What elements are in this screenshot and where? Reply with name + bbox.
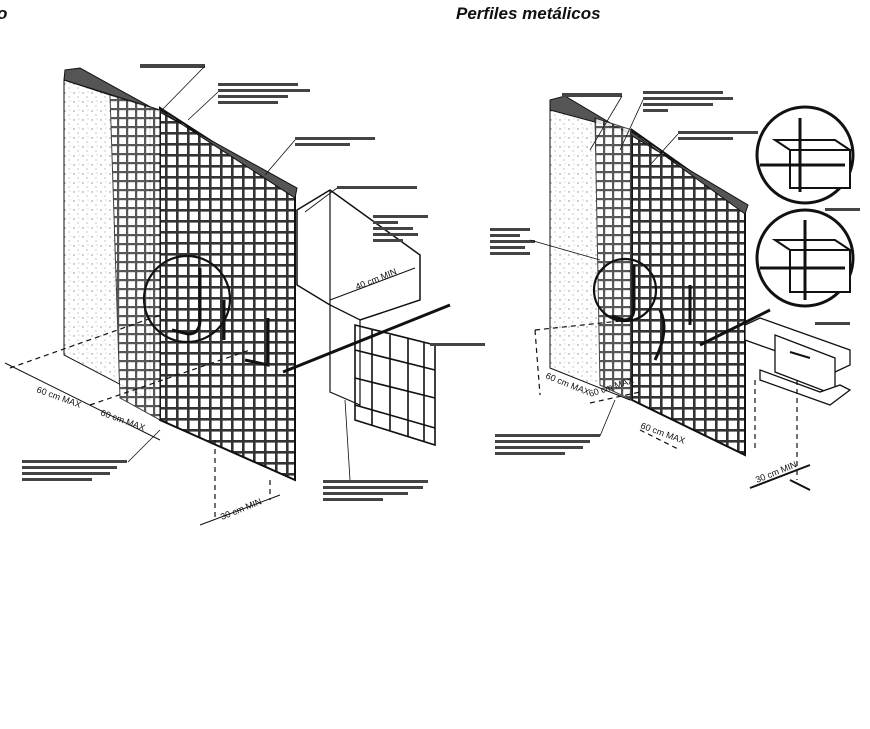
left-dim-1: 60 cm MAX	[35, 384, 82, 409]
right-wall-detail: 60 cm MAX 60 cm MAX 60 cm MAX 30 cm MIN	[490, 91, 860, 491]
left-dim-2: 60 cm MAX	[99, 407, 146, 432]
left-concrete-beam	[296, 189, 421, 321]
left-detail-circle	[142, 254, 232, 344]
left-annotation-notes	[22, 64, 485, 501]
right-dim-3: 60 cm MAX	[639, 420, 686, 445]
left-rebar-cage	[354, 323, 436, 447]
left-detail-heading: o	[0, 4, 7, 24]
right-detail-heading: Perfiles metálicos	[456, 4, 601, 23]
left-dim-3: 30 cm MIN	[219, 496, 263, 522]
left-wall-detail: 60 cm MAX 60 cm MAX 30 cm MIN 40 cm MIN	[4, 64, 485, 526]
right-annotation-notes	[490, 91, 860, 455]
right-steel-beam	[744, 317, 852, 406]
